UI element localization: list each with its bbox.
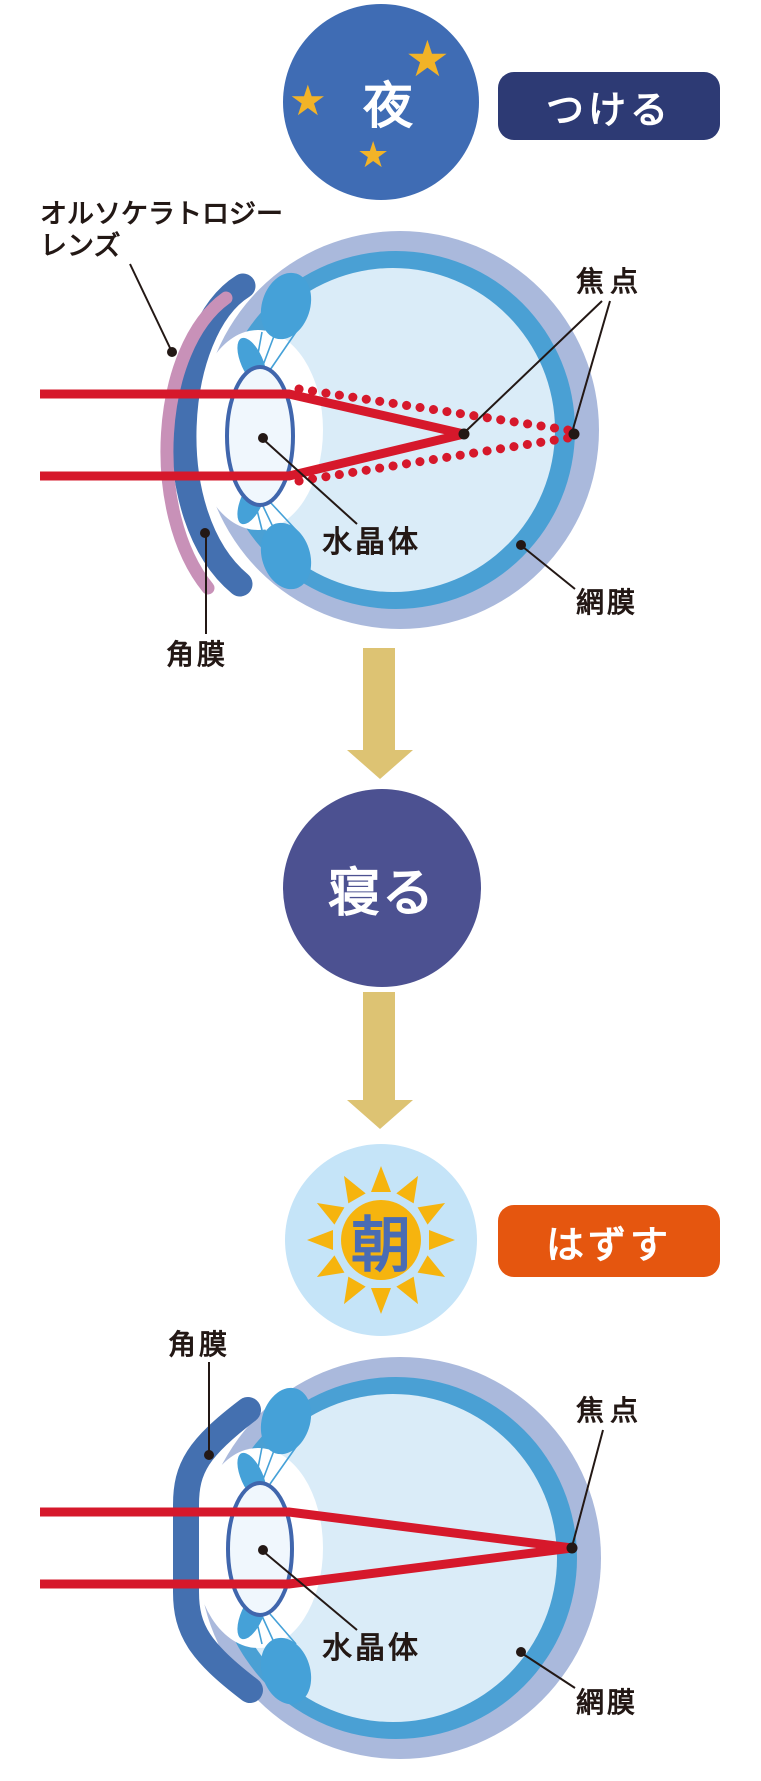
vitreous — [231, 268, 555, 592]
wear-lens-pill: つける — [498, 72, 720, 140]
focal-point-dot — [566, 1542, 578, 1554]
remove-lens-pill: はずす — [498, 1205, 720, 1277]
ortho-lens-label-line1: オルソケラトロジー — [40, 199, 283, 230]
ortho-lens-label-line2: レンズ — [40, 230, 120, 262]
light-ray-top — [40, 389, 466, 439]
corrected-ray-bottom-dotted — [294, 432, 579, 486]
crystalline-lens-label: 水晶体 — [322, 525, 421, 560]
cornea-label: 角膜 — [166, 638, 228, 671]
retina-label: 網膜 — [576, 1686, 638, 1719]
corrected-ray-top-dotted — [294, 384, 579, 436]
light-rays — [40, 1507, 573, 1589]
pointer-lines — [208, 1362, 604, 1689]
sleep-badge: 寝る — [283, 789, 481, 987]
eye-diagram-after-removal: 角膜 焦点 水晶体 網膜 — [40, 1328, 644, 1759]
star-icon: ★ — [289, 76, 327, 125]
star-icon: ★ — [405, 30, 450, 88]
night-badge: ★ ★ ★ 夜 — [283, 4, 479, 200]
light-rays — [40, 384, 579, 486]
light-ray-top — [40, 1507, 573, 1553]
focus-label: 焦点 — [576, 265, 644, 298]
night-label: 夜 — [363, 77, 413, 135]
sun-rays — [307, 1166, 455, 1314]
sun-disc — [341, 1200, 421, 1280]
sun-icon — [307, 1166, 455, 1314]
down-arrow-icon — [363, 992, 395, 1100]
focus-label: 焦点 — [576, 1394, 644, 1427]
morning-label: 朝 — [351, 1210, 411, 1281]
iris-ciliary-body — [237, 1387, 312, 1705]
star-icon: ★ — [357, 135, 390, 176]
focal-point-dot — [568, 428, 580, 440]
light-ray-bottom — [40, 1543, 573, 1589]
pointer-dots — [167, 347, 526, 550]
ortho-lens-shape — [160, 291, 233, 595]
pointer-lines — [129, 263, 611, 634]
down-arrow-icon — [347, 750, 413, 779]
pointer-dots — [204, 1450, 526, 1657]
down-arrow-icon — [347, 1100, 413, 1129]
flattened-cornea-shape — [173, 1397, 263, 1703]
morning-badge: 朝 — [285, 1144, 477, 1336]
light-ray-bottom — [40, 429, 466, 481]
retina-label: 網膜 — [576, 586, 638, 619]
crystalline-lens-label: 水晶体 — [322, 1631, 421, 1666]
down-arrow-icon — [363, 648, 395, 750]
iris-ciliary-body — [237, 272, 312, 590]
sleep-label: 寝る — [327, 863, 436, 924]
vitreous — [229, 1394, 557, 1722]
cornea-label: 角膜 — [168, 1328, 230, 1361]
eye-diagram-with-lens: オルソケラトロジー レンズ 焦点 水晶体 角膜 網膜 — [40, 199, 644, 671]
